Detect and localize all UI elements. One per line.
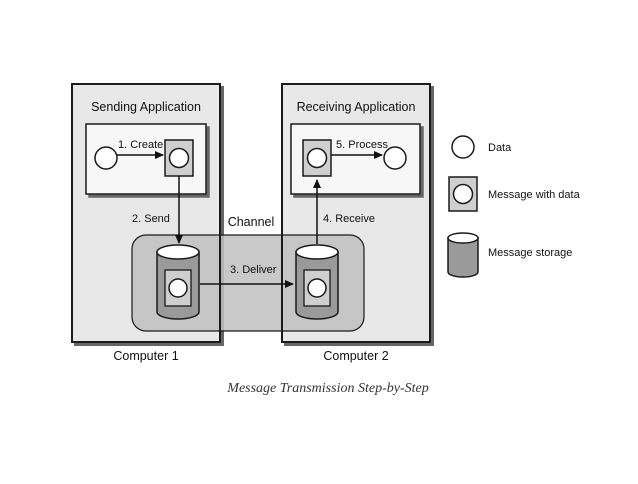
message-storage-cylinder-1 (156, 244, 200, 320)
step-process-label: 5. Process (336, 139, 388, 151)
data-circle-destination (383, 146, 407, 170)
step-send-label: 2. Send (132, 213, 170, 225)
message-storage-cylinder-2 (295, 244, 339, 320)
receiving-application-title: Receiving Application (297, 100, 416, 114)
legend-message-label: Message with data (488, 189, 581, 201)
legend-storage-item: Message storage (447, 232, 572, 278)
step-receive-label: 4. Receive (323, 213, 375, 225)
data-circle-source (94, 146, 118, 170)
figure-caption: Message Transmission Step-by-Step (226, 381, 428, 396)
legend-data-icon (451, 135, 475, 159)
legend-data-item: Data (451, 135, 512, 159)
sending-application-title: Sending Application (91, 100, 201, 114)
legend-data-label: Data (488, 142, 512, 154)
computer-2-label: Computer 2 (323, 349, 388, 363)
step-deliver-label: 3. Deliver (230, 264, 277, 276)
legend-storage-icon (447, 232, 479, 278)
legend: Data Message with data Message storage (447, 135, 581, 278)
step-create-label: 1. Create (118, 139, 163, 151)
channel-label: Channel (228, 215, 275, 229)
legend-message-item: Message with data (448, 176, 581, 212)
legend-storage-label: Message storage (488, 247, 572, 259)
message-received (302, 139, 332, 177)
computer-1-label: Computer 1 (113, 349, 178, 363)
message-created (164, 139, 194, 177)
legend-message-icon (448, 176, 478, 212)
